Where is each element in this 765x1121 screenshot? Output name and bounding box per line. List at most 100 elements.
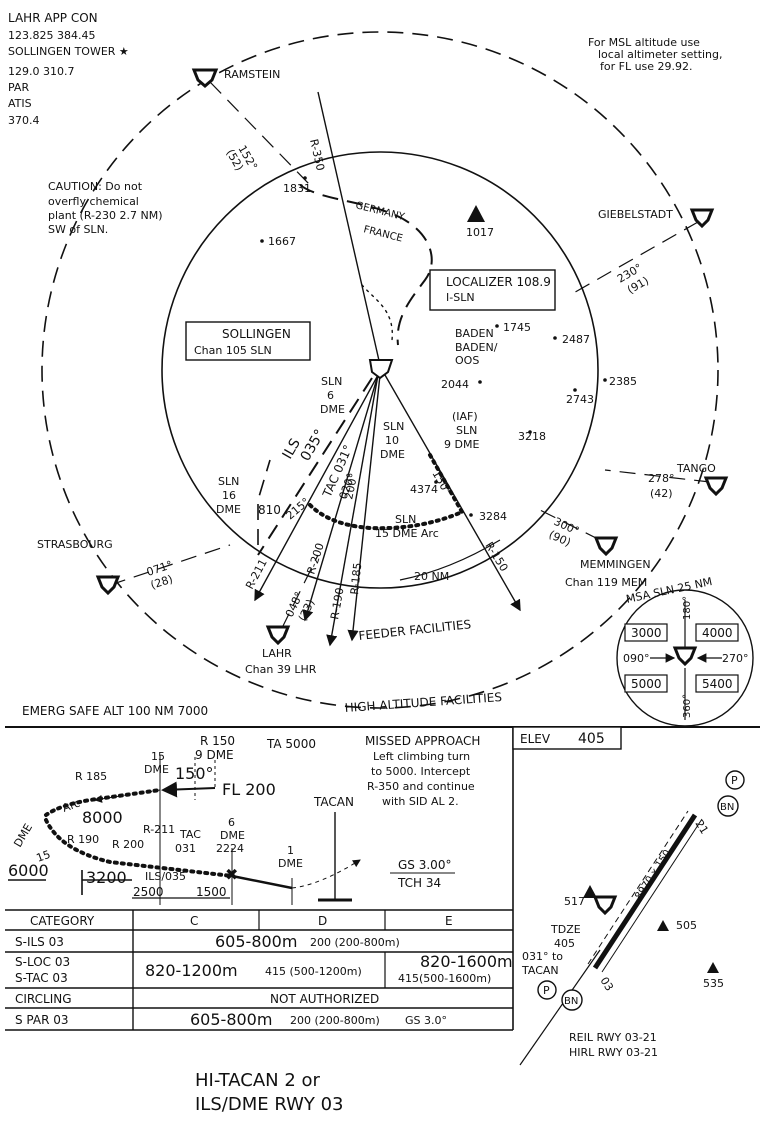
obstacle-505-icon — [657, 920, 669, 931]
profile-6000: 6000 — [8, 861, 49, 880]
border-dotted — [361, 284, 393, 341]
ils-course — [257, 377, 373, 556]
profile-d1: 1 — [287, 844, 294, 857]
profile-dme9: 9 DME — [195, 748, 234, 762]
elev-1017: 1017 — [466, 226, 494, 239]
elev-box — [512, 726, 622, 750]
beacon-bottom-icon — [561, 989, 583, 1011]
profile-d15b: DME — [144, 763, 169, 776]
caution-line1: CAUTION: Do not — [48, 180, 143, 193]
profile-d15: 15 — [151, 750, 165, 763]
profile-8000: 8000 — [82, 808, 123, 827]
missed-path — [291, 859, 361, 889]
row-stac: S-TAC 03 — [15, 971, 68, 985]
sln16-3: DME — [216, 503, 241, 516]
memmingen-bearing — [539, 509, 601, 541]
tdze-1: TDZE — [550, 923, 581, 936]
extended-centerline — [519, 949, 601, 1066]
obstacle-535-icon — [707, 962, 719, 973]
profile-h150: 150° — [175, 764, 214, 783]
elev-505: 505 — [676, 919, 697, 932]
country-border — [299, 184, 433, 346]
iaf-1: (IAF) — [452, 410, 478, 423]
obstacle-517-icon — [583, 885, 597, 898]
baden-label2: BADEN/ — [455, 341, 498, 354]
caution-line2: overfly chemical — [48, 195, 139, 208]
elev-3218: 3218 — [518, 430, 546, 443]
tango-navaid-icon — [703, 476, 729, 497]
msa-q4-box — [695, 674, 739, 693]
chart-title-line2: ILS/DME RWY 03 — [195, 1094, 344, 1115]
profile-r200: R 200 — [112, 838, 144, 851]
elev-value: 405 — [578, 731, 605, 747]
caution-line3: plant (R-230 2.7 NM) — [48, 209, 163, 222]
profile-descent — [44, 818, 234, 878]
memmingen-chan: Chan 119 MEM — [565, 576, 647, 589]
pcl-top: P — [731, 774, 738, 787]
sln10-3: DME — [380, 448, 405, 461]
circling-val: NOT AUTHORIZED — [270, 992, 379, 1006]
elev-2487: 2487 — [562, 333, 590, 346]
comms-line1: LAHR APP CON — [8, 11, 98, 25]
sln16-2: 16 — [222, 489, 236, 502]
tango-bearing-top: 278° — [648, 472, 675, 485]
profile-2224: 2224 — [216, 842, 244, 855]
profile-gs: GS 3.00° — [398, 858, 451, 872]
ramstein-navaid-icon — [191, 68, 219, 88]
profile-arc-label: Arc — [61, 796, 82, 814]
msa-q4: 5400 — [702, 677, 733, 691]
runway-03-21 — [592, 813, 698, 970]
sln6-2: 6 — [327, 389, 334, 402]
missed-line3: to 5000. Intercept — [371, 765, 471, 778]
profile-d6: 6 — [228, 816, 235, 829]
chart-title-line1: HI-TACAN 2 or — [195, 1070, 321, 1091]
lahr-navaid-icon — [265, 625, 291, 646]
tango-bearing — [604, 469, 711, 483]
plan-text: LAHR APP CON 123.825 384.45 SOLLINGEN TO… — [8, 11, 749, 718]
minima-header-category: CATEGORY — [30, 914, 95, 928]
course-215: 215° — [284, 495, 313, 522]
baden-label1: BADEN — [455, 327, 494, 340]
profile-2500: 2500 — [133, 885, 164, 899]
radial-190-line — [326, 374, 379, 647]
profile-view: ✖ — [8, 755, 455, 905]
rwy-21: 21 — [692, 818, 710, 837]
elev-2385: 2385 — [609, 375, 637, 388]
elev-label: ELEV — [520, 732, 551, 746]
strasbourg-navaid-icon — [95, 575, 121, 596]
sils-d: 200 (200-800m) — [310, 936, 400, 949]
tango-label: TANGO — [676, 462, 716, 475]
spar-gs: GS 3.0° — [405, 1014, 447, 1027]
elev-2044: 2044 — [441, 378, 469, 391]
pcl-bottom: P — [543, 984, 550, 997]
profile-missed — [94, 789, 161, 803]
obstacle-1017-icon — [467, 205, 485, 222]
profile-d6b: DME — [220, 829, 245, 842]
profile-3200: 3200 — [86, 868, 127, 887]
profile-s15: 15 — [35, 848, 53, 865]
pcl-top-icon — [725, 770, 745, 790]
profile-r211: R-211 — [143, 823, 175, 836]
fl200-arrow — [161, 781, 216, 798]
nm20-arc — [399, 539, 501, 581]
msa-q3: 5000 — [631, 677, 662, 691]
iaf-leg — [428, 453, 464, 514]
elev-4374: 4374 — [410, 483, 438, 496]
msa-q2-box — [695, 623, 739, 642]
sollingen-chan: Chan 105 SLN — [194, 344, 272, 357]
spot-dots — [260, 176, 607, 517]
profile-1500: 1500 — [196, 885, 227, 899]
comms-line2: 123.825 384.45 — [8, 29, 95, 42]
giebelstadt-label: GIEBELSTADT — [598, 208, 673, 221]
localizer-title: LOCALIZER 108.9 — [446, 275, 551, 289]
profile-arc — [44, 788, 162, 817]
emerg-label: EMERG SAFE ALT 100 NM 7000 — [22, 704, 208, 718]
loc-e1: 820-1600m — [420, 952, 513, 971]
nm20-label: 20 NM — [414, 570, 449, 583]
elev-517: 517 — [564, 895, 585, 908]
r350-label: R-350 — [307, 138, 327, 172]
missed-line2: Left climbing turn — [373, 750, 470, 763]
rwy-03: 03 — [597, 975, 615, 994]
arc-label2: 15 DME Arc — [375, 527, 439, 540]
msl-note-line1: For MSL altitude use — [588, 36, 700, 49]
